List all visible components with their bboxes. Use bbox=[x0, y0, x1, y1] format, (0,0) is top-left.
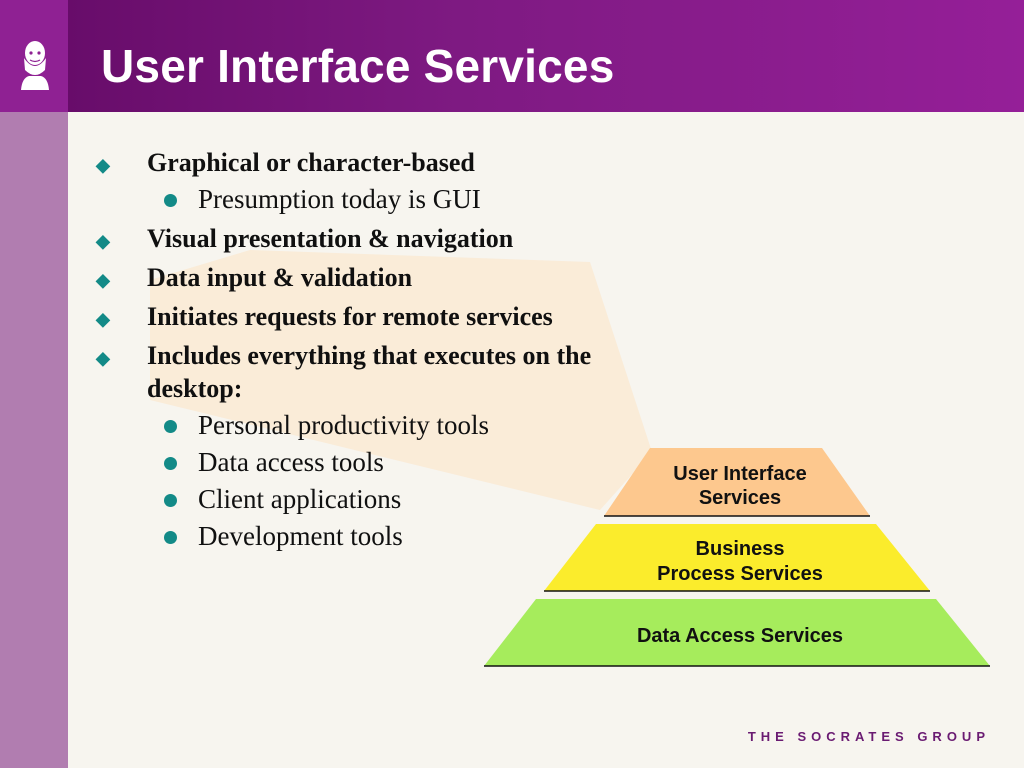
architecture-pyramid: User Interface Services Business Process… bbox=[484, 448, 990, 667]
dot-bullet-icon bbox=[164, 531, 177, 544]
tier-label: User Interface bbox=[673, 463, 806, 485]
title-bar: User Interface Services bbox=[0, 0, 1024, 112]
list-item: ◆ Visual presentation & navigation bbox=[96, 222, 636, 255]
list-item: ◆ Data input & validation bbox=[96, 261, 636, 294]
left-sidebar-decoration bbox=[0, 112, 68, 768]
sub-list-item: Personal productivity tools bbox=[147, 409, 647, 442]
sub-list-item: Data access tools bbox=[147, 446, 647, 479]
tier-user-interface: User Interface Services bbox=[604, 448, 870, 517]
dot-bullet-icon bbox=[164, 194, 177, 207]
sub-list-item: Client applications bbox=[147, 483, 647, 516]
tier-business-process: Business Process Services bbox=[544, 524, 930, 592]
bullet-text: Initiates requests for remote services bbox=[147, 302, 553, 331]
dot-bullet-icon bbox=[164, 420, 177, 433]
sub-bullet-text: Personal productivity tools bbox=[198, 410, 489, 440]
sub-bullet-text: Development tools bbox=[198, 521, 403, 551]
bullet-text: Visual presentation & navigation bbox=[147, 224, 514, 253]
sub-bullet-text: Data access tools bbox=[198, 447, 384, 477]
page-title: User Interface Services bbox=[101, 40, 615, 92]
diamond-bullet-icon: ◆ bbox=[96, 270, 110, 290]
sub-list: Presumption today is GUI bbox=[147, 183, 636, 216]
dot-bullet-icon bbox=[164, 457, 177, 470]
sub-bullet-text: Client applications bbox=[198, 484, 402, 514]
sub-bullet-text: Presumption today is GUI bbox=[198, 184, 481, 214]
diamond-bullet-icon: ◆ bbox=[96, 309, 110, 329]
tier-data-access: Data Access Services bbox=[484, 599, 990, 667]
bullet-text: Data input & validation bbox=[147, 263, 413, 292]
list-item: ◆ Initiates requests for remote services bbox=[96, 300, 567, 333]
bullet-text: Graphical or character-based bbox=[147, 148, 475, 177]
tier-label: Data Access Services bbox=[637, 625, 843, 647]
list-item: ◆ Includes everything that executes on t… bbox=[96, 339, 647, 553]
sub-list: Personal productivity tools Data access … bbox=[147, 409, 647, 553]
sub-list-item: Presumption today is GUI bbox=[147, 183, 636, 216]
tier-label: Process Services bbox=[657, 563, 823, 585]
philosopher-bust-icon bbox=[21, 41, 49, 90]
footer-brand: THE SOCRATES GROUP bbox=[747, 729, 990, 744]
diamond-bullet-icon: ◆ bbox=[96, 231, 110, 251]
tier-label: Business bbox=[696, 538, 785, 560]
sub-list-item: Development tools bbox=[147, 520, 647, 553]
bullet-list: ◆ Graphical or character-based Presumpti… bbox=[96, 146, 636, 559]
bullet-list-level-1: ◆ Graphical or character-based Presumpti… bbox=[96, 146, 636, 553]
logo bbox=[0, 0, 68, 112]
list-item: ◆ Graphical or character-based Presumpti… bbox=[96, 146, 636, 216]
bullet-text: Includes everything that executes on the… bbox=[147, 341, 592, 403]
tier-label: Services bbox=[699, 487, 781, 509]
diamond-bullet-icon: ◆ bbox=[96, 348, 110, 368]
diamond-bullet-icon: ◆ bbox=[96, 155, 110, 175]
dot-bullet-icon bbox=[164, 494, 177, 507]
